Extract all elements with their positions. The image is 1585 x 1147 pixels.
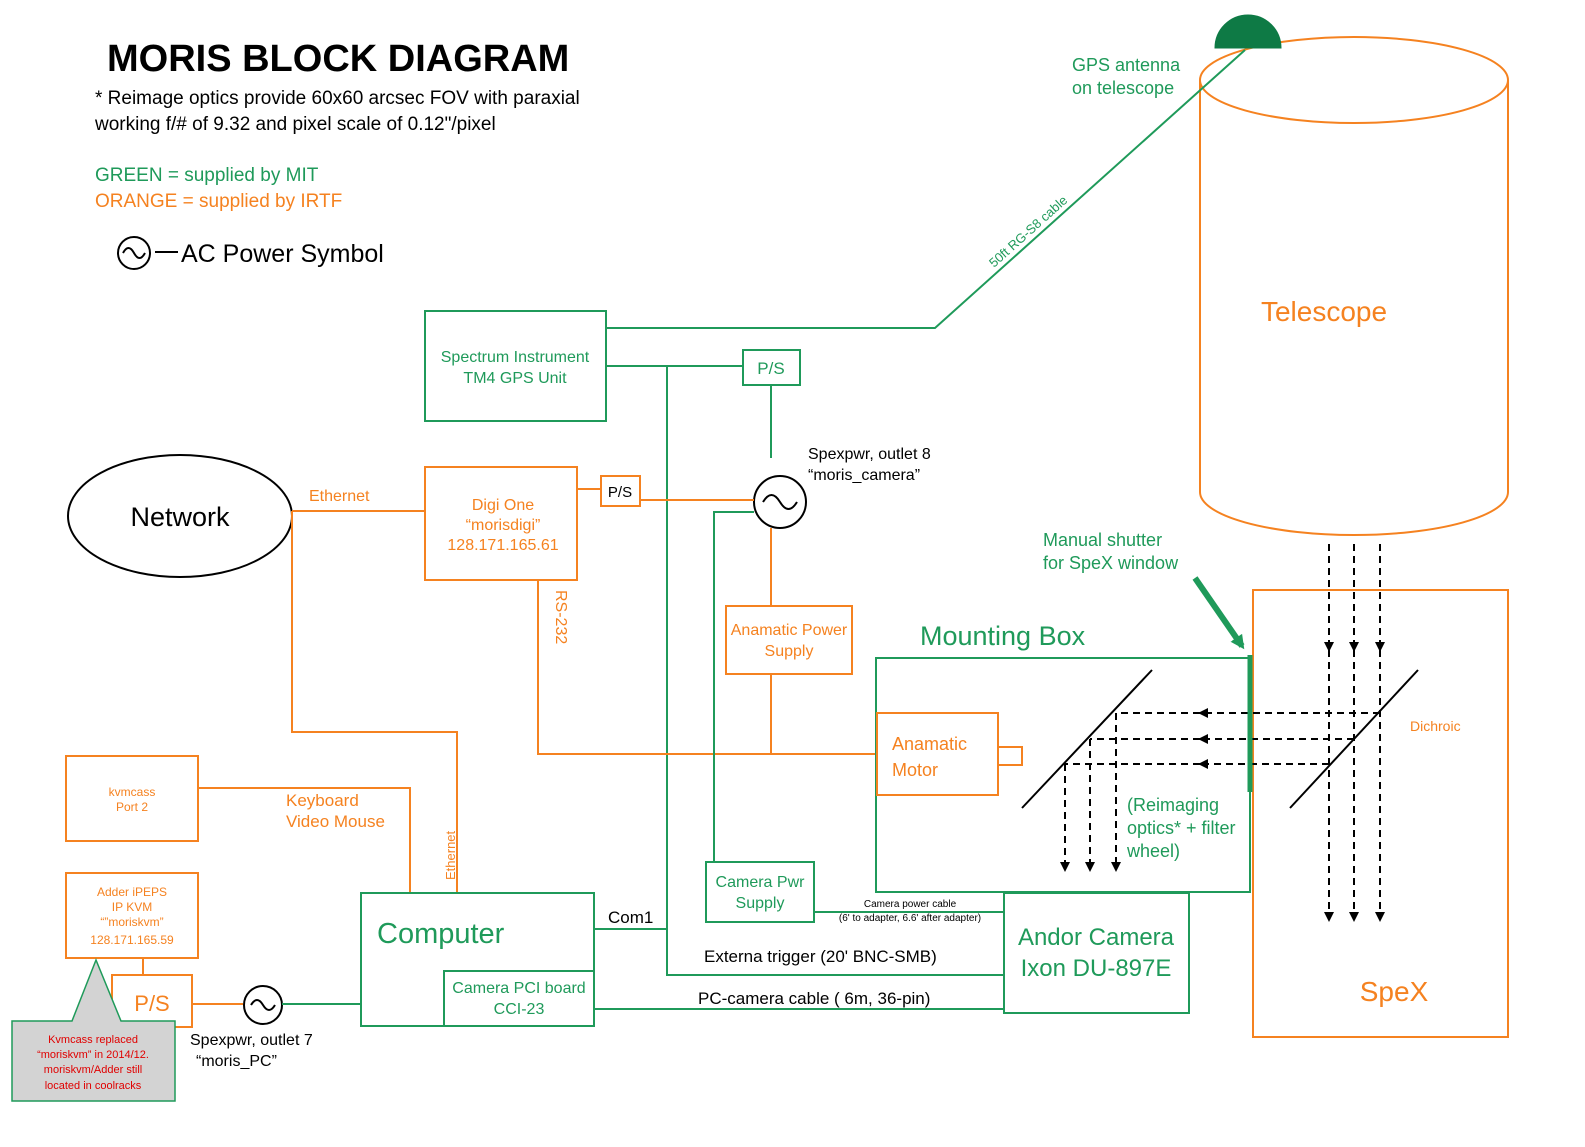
legend-ac-power: AC Power Symbol (181, 240, 384, 268)
ac-power-outlet-8-icon (753, 475, 807, 529)
kvm-note-callout (11, 957, 176, 1102)
dichroic-label: Dichroic (1410, 718, 1461, 734)
andor-camera-box (1003, 892, 1190, 1014)
spex-box (1252, 589, 1509, 1038)
camera-power-cable-label-1: Camera power cable (864, 899, 957, 910)
gps-unit-box (424, 310, 607, 422)
shutter-arrow (1192, 576, 1245, 650)
mounting-box-label: Mounting Box (920, 621, 1086, 651)
gps-unit-label-1: Spectrum Instrument (441, 349, 590, 366)
gps-antenna-label-2: on telescope (1072, 78, 1174, 98)
pci-label-1: Camera PCI board (452, 980, 585, 997)
rs232-line (537, 580, 877, 755)
reimaging-mirror (1021, 669, 1153, 809)
gps-cable-label: 50ft RG-S8 cable (986, 192, 1070, 270)
adder-label-2: IP KVM (112, 900, 152, 914)
anamatic-motor-box (876, 712, 999, 796)
kvm-label-2: Video Mouse (286, 812, 385, 831)
anamatic-motor-label-1: Anamatic (892, 734, 967, 754)
adder-label-4: 128.171.165.59 (90, 933, 174, 947)
digi-label-1: Digi One (472, 497, 534, 514)
digi-label-2: “morisdigi” (466, 517, 541, 534)
ac-power-legend-icon (117, 236, 178, 270)
kvm-note-3: moriskvm/Adder still (44, 1064, 142, 1076)
andor-label-1: Andor Camera (1018, 924, 1175, 951)
anamatic-motor-label-2: Motor (892, 760, 938, 780)
pci-label-2: CCI-23 (494, 1001, 545, 1018)
ac-to-camera-pwr-line (713, 511, 754, 862)
kvm-line (198, 787, 411, 893)
digi-one-box (424, 466, 578, 581)
camera-pwr-box (705, 861, 815, 923)
external-trigger-line (666, 366, 1004, 976)
ethernet-label: Ethernet (309, 488, 370, 505)
camera-pwr-label-1: Camera Pwr (716, 874, 806, 891)
kvm-note-4: located in coolracks (45, 1080, 142, 1092)
gps-antenna-label-1: GPS antenna (1072, 55, 1181, 75)
pc-cable-label: PC-camera cable ( 6m, 36-pin) (698, 989, 930, 1008)
adder-box (65, 872, 199, 959)
kvm-note-1: Kvmcass replaced (48, 1034, 138, 1046)
telescope-cylinder (1199, 36, 1509, 536)
note-line-1: * Reimage optics provide 60x60 arcsec FO… (95, 88, 580, 109)
anamatic-power-label-1: Anamatic Power (731, 622, 848, 639)
rs232-label: RS-232 (552, 590, 569, 644)
note-line-2: working f/# of 9.32 and pixel scale of 0… (94, 114, 496, 135)
legend-orange: ORANGE = supplied by IRTF (95, 191, 342, 212)
gps-cable-line (607, 49, 1246, 329)
gps-unit-label-2: TM4 GPS Unit (463, 370, 567, 387)
computer-ps-label: P/S (134, 991, 169, 1016)
adder-label-1: Adder iPEPS (97, 885, 167, 899)
andor-label-2: Ixon DU-897E (1021, 955, 1172, 982)
kvm-note-2: “moriskvm” in 2014/12. (37, 1049, 149, 1061)
kvmcass-box (65, 755, 199, 842)
ethernet-vertical-label: Ethernet (443, 830, 458, 880)
spexpwr8-label-2: “moris_camera” (808, 467, 920, 484)
adder-label-3: “”moriskvm” (100, 915, 163, 929)
com1-label: Com1 (608, 908, 653, 927)
computer-box (360, 892, 595, 1027)
ethernet-computer-line (291, 511, 458, 893)
camera-pwr-label-2: Supply (736, 895, 785, 912)
kvmcass-label-1: kvmcass (109, 785, 156, 799)
camera-power-cable-label-2: (6' to adapter, 6.6' after adapter) (839, 913, 981, 924)
reimaging-label-1: (Reimaging (1127, 795, 1219, 815)
spexpwr7-label-2: “moris_PC” (196, 1053, 277, 1070)
diagram-title: MORIS BLOCK DIAGRAM (107, 38, 569, 80)
kvmcass-label-2: Port 2 (116, 800, 148, 814)
shutter-label-2: for SpeX window (1043, 553, 1179, 573)
telescope-label: Telescope (1261, 296, 1387, 327)
digi-ps-box (600, 475, 641, 507)
computer-label: Computer (377, 918, 505, 950)
anamatic-power-label-2: Supply (765, 643, 814, 660)
gps-antenna-icon (1214, 14, 1282, 49)
gps-ps-label: P/S (757, 359, 784, 378)
trigger-label: Externa trigger (20' BNC-SMB) (704, 947, 937, 966)
ac-power-outlet-7-icon (243, 985, 283, 1025)
reimaging-label-2: optics* + filter (1127, 818, 1236, 838)
kvm-label-1: Keyboard (286, 791, 359, 810)
spexpwr7-label-1: Spexpwr, outlet 7 (190, 1032, 313, 1049)
reimaging-label-3: wheel) (1126, 841, 1180, 861)
digi-ps-label: P/S (608, 484, 632, 501)
anamatic-power-box (725, 605, 853, 675)
anamatic-motor-shaft (997, 746, 1023, 766)
spex-label: SpeX (1360, 976, 1429, 1007)
digi-label-3: 128.171.165.61 (447, 537, 558, 554)
spexpwr8-label-1: Spexpwr, outlet 8 (808, 446, 931, 463)
shutter-label-1: Manual shutter (1043, 530, 1162, 550)
legend-green: GREEN = supplied by MIT (95, 165, 319, 186)
pci-board-box (443, 970, 595, 1027)
network-label: Network (130, 502, 230, 532)
